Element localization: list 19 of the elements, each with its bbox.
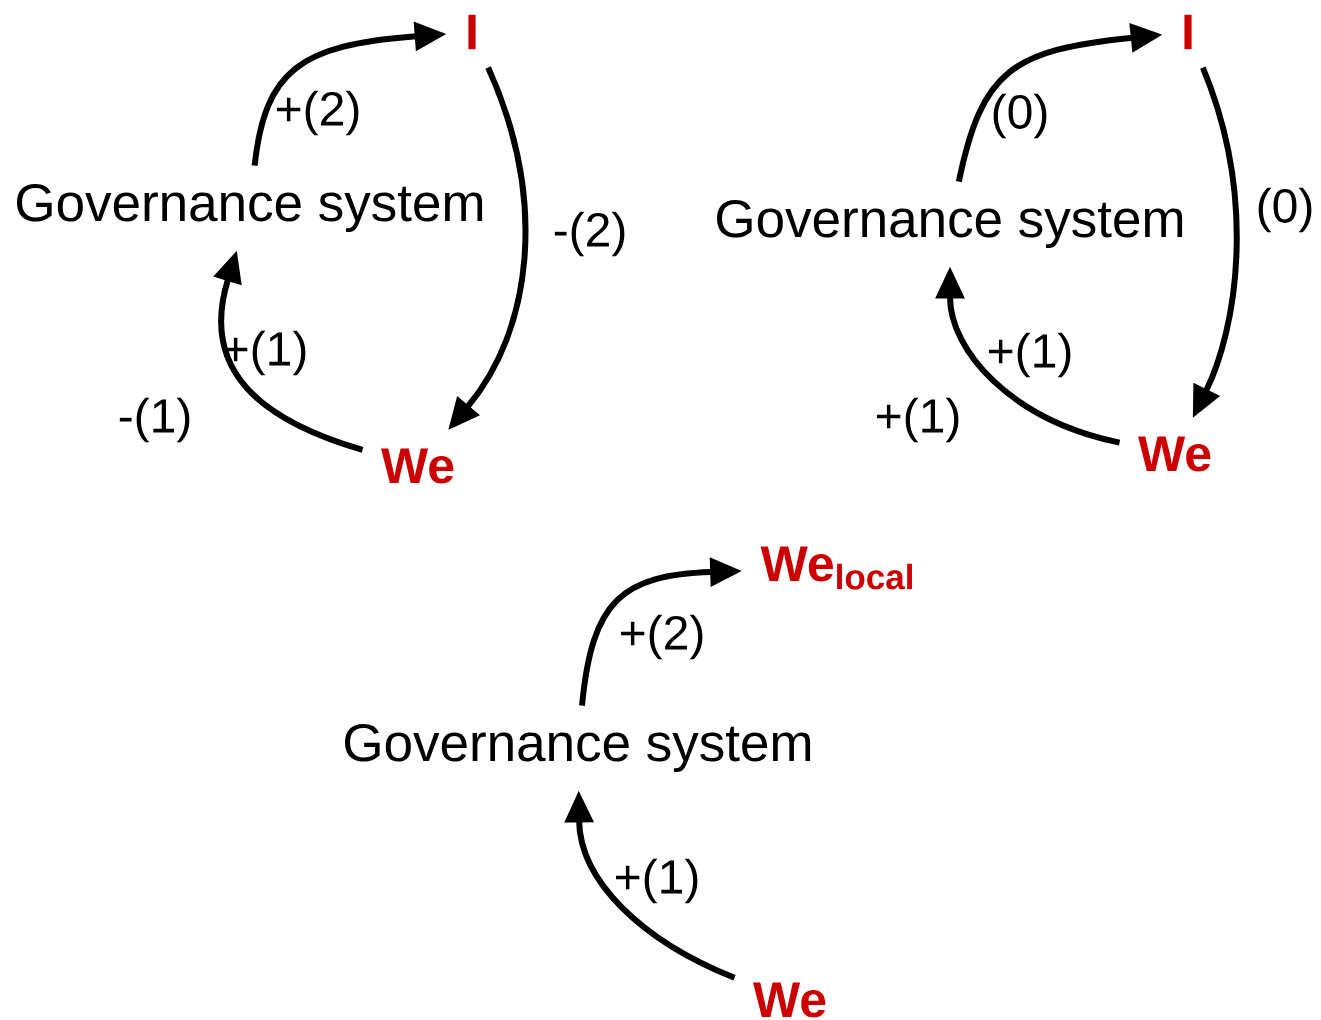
sign-label: -(1) — [119, 397, 190, 443]
node-label: Governance system — [345, 724, 811, 772]
edge-label: +(1) — [224, 330, 306, 376]
edge-label: -(2) — [554, 211, 625, 257]
edge-label: (0) — [1258, 187, 1312, 233]
node-label: Governance system — [17, 184, 483, 232]
node-label: We — [381, 448, 454, 484]
node-label: We — [1138, 436, 1211, 472]
edge-label: +(1) — [989, 332, 1071, 378]
edge-label: +(1) — [616, 858, 698, 904]
node-label: I — [1184, 14, 1192, 50]
node-label: We — [753, 982, 826, 1018]
edge-label: +(2) — [277, 90, 359, 136]
node-label: I — [468, 14, 476, 50]
edge-label: (0) — [993, 93, 1047, 139]
node-label: Governance system — [717, 200, 1183, 248]
node-label: We$_{local}$ — [760, 546, 912, 590]
sign-label: +(1) — [877, 397, 959, 443]
edge-label: +(2) — [621, 614, 703, 660]
